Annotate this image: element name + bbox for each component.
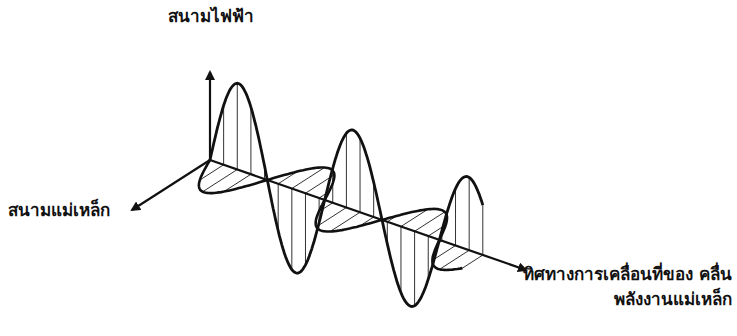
propagation-direction-label: ทิศทางการเคลื่อนที่ของ คลื่นพลังงานแม่เห… [496, 262, 732, 311]
field-vector [360, 138, 361, 212]
field-vector [469, 177, 470, 250]
field-vector [482, 205, 483, 255]
electric-wave [210, 83, 483, 306]
field-vector [455, 189, 456, 246]
field-vector [346, 133, 347, 207]
propagation-axis [210, 160, 526, 270]
electric-field-label: สนามไฟฟ้า [168, 4, 254, 29]
field-vectors [200, 83, 483, 305]
field-vector [237, 83, 238, 169]
field-vector [400, 227, 401, 293]
field-vector [428, 236, 429, 279]
field-vector [414, 231, 415, 305]
magnetic-axis [132, 160, 210, 210]
field-vector [250, 107, 251, 174]
field-vector [305, 193, 306, 265]
field-vector [291, 189, 292, 270]
electric-axis [209, 72, 211, 160]
magnetic-field-label: สนามแม่เหล็ก [8, 198, 110, 223]
field-vector [462, 255, 482, 268]
field-vector [203, 170, 238, 192]
field-vector [223, 105, 224, 164]
